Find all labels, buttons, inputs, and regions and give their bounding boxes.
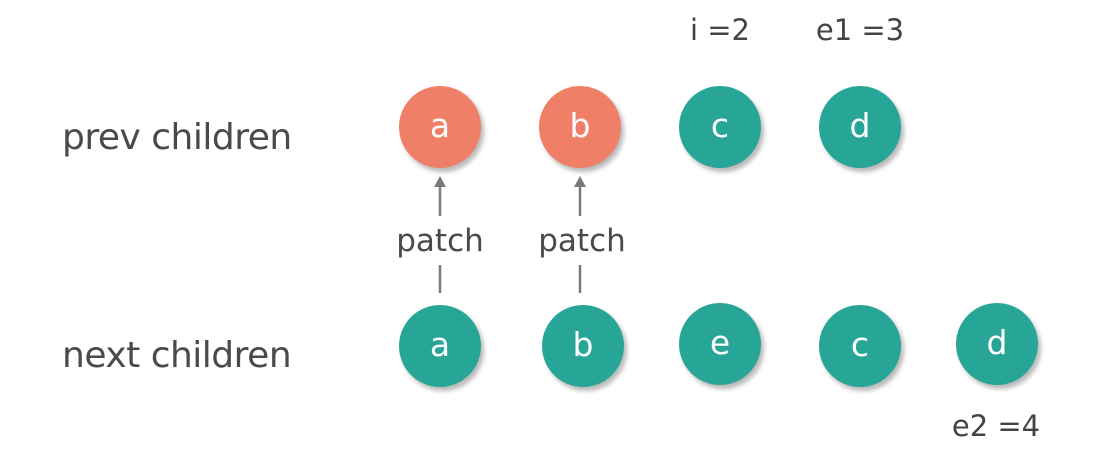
arrow-head-icon [574,176,586,187]
next-node-b: b [542,305,624,387]
pointer-i-label: i =2 [689,13,751,47]
patch-arrow-b [574,176,586,216]
prev-children-label: prev children [62,117,292,158]
next-node-e: e [679,303,761,385]
arrow-head-icon [434,176,446,187]
node-label: b [572,324,594,364]
node-label: b [569,105,591,145]
patch-label-a: patch [396,223,484,259]
pointer-e1-label: e1 =3 [815,13,905,47]
patch-label-b: patch [538,223,626,259]
pointer-e2-label: e2 =4 [951,409,1041,443]
node-label: a [429,105,451,145]
node-label: a [429,324,451,364]
node-label: d [986,322,1008,362]
next-node-a: a [399,305,481,387]
next-children-label: next children [62,335,292,376]
prev-node-c: c [679,86,761,168]
patch-arrow-a [434,176,446,216]
prev-node-b: b [539,86,621,168]
node-label: e [709,322,731,362]
patch-tail-b [578,265,582,293]
node-label: c [710,105,730,145]
prev-node-a: a [399,86,481,168]
next-node-c: c [819,305,901,387]
node-label: d [849,105,871,145]
node-label: c [850,324,870,364]
next-node-d: d [956,303,1038,385]
patch-tail-a [438,265,442,293]
prev-node-d: d [819,86,901,168]
